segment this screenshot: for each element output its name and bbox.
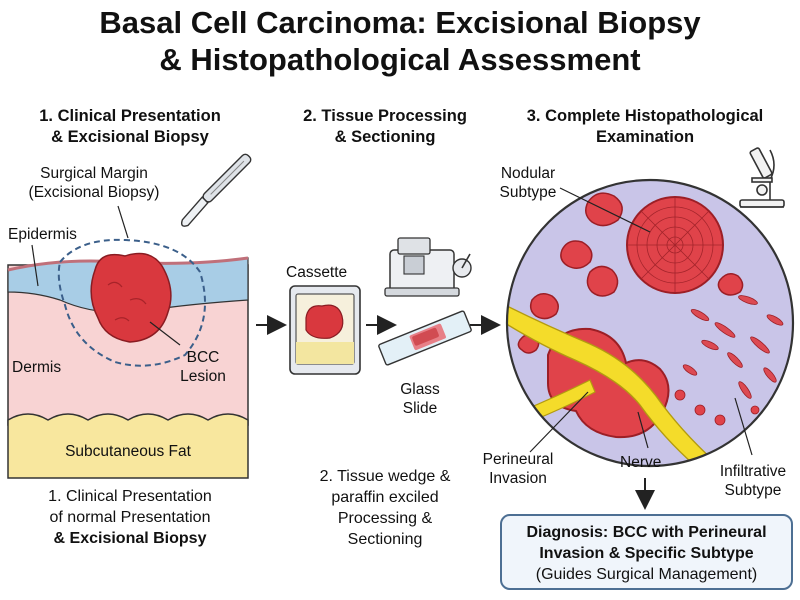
step2-caption-line1: 2. Tissue wedge & [319, 468, 451, 485]
skin-cross-section [7, 205, 249, 479]
surgical-margin-label-line2: (Excisional Biopsy) [28, 184, 160, 201]
step1-heading-line2: & Excisional Biopsy [51, 128, 209, 146]
step2-heading-line2: & Sectioning [334, 128, 436, 146]
bcc-lesion [90, 252, 172, 343]
dermis-label: Dermis [12, 359, 62, 376]
cassette-icon [289, 285, 361, 375]
step2-caption-line2: paraffin exciled [331, 489, 439, 506]
glass-slide-icon [378, 310, 472, 366]
nodular-subtype-label: Nodular Subtype [488, 164, 568, 202]
glass-slide-label-line2: Slide [402, 400, 438, 417]
infiltrative-subtype-label-line2: Subtype [724, 482, 782, 499]
step3-heading-line2: Examination [595, 128, 695, 146]
step1-caption-line3: & Excisional Biopsy [53, 530, 207, 547]
scalpel-icon [180, 153, 252, 227]
perineural-invasion-label-line1: Perineural [482, 451, 554, 468]
glass-slide-label-line1: Glass [400, 381, 440, 398]
nodular-subtype-label-line2: Subtype [499, 184, 557, 201]
glass-slide-label: Glass Slide [385, 380, 455, 418]
step2-caption: 2. Tissue wedge & paraffin exciled Proce… [282, 466, 488, 550]
step1-caption-line1: 1. Clinical Presentation [48, 488, 212, 505]
microtome-icon [384, 237, 472, 297]
diagnosis-line1: Diagnosis: BCC with Perineural [526, 524, 767, 541]
bcc-lesion-label-line1: BCC [186, 349, 220, 366]
infiltrative-subtype-label-line1: Infiltrative [719, 463, 787, 480]
perineural-invasion-label-line2: Invasion [489, 470, 547, 487]
infiltrative-subtype-label: Infiltrative Subtype [710, 462, 796, 500]
microscope-icon [739, 147, 785, 208]
bcc-lesion-label: BCC Lesion [168, 348, 238, 386]
step2-caption-line4: Sectioning [347, 531, 423, 548]
step3-heading: 3. Complete Histopathological Examinatio… [500, 106, 790, 148]
nerve-label: Nerve [620, 454, 662, 471]
perineural-invasion-label: Perineural Invasion [468, 450, 568, 488]
diagnosis-line3: (Guides Surgical Management) [535, 566, 758, 583]
fat-layer [7, 413, 249, 479]
nodular-subtype-label-line1: Nodular [500, 165, 556, 182]
step2-heading-line1: 2. Tissue Processing [303, 107, 467, 125]
surgical-margin-label-line1: Surgical Margin [40, 165, 148, 182]
step2-caption-line3: Processing & [337, 510, 433, 527]
page-title-line1: Basal Cell Carcinoma: Excisional Biopsy [99, 5, 701, 40]
step1-caption-line2: of normal Presentation [49, 509, 211, 526]
step2-heading: 2. Tissue Processing & Sectioning [280, 106, 490, 148]
surgical-margin-label: Surgical Margin (Excisional Biopsy) [4, 164, 184, 202]
surgical-margin-outline [57, 238, 206, 367]
step3-heading-line1: 3. Complete Histopathological [526, 107, 764, 125]
epidermis-label: Epidermis [8, 226, 77, 243]
diagnosis-line2: Invasion & Specific Subtype [539, 545, 754, 562]
histology-circle [505, 178, 795, 468]
subcutaneous-fat-label: Subcutaneous Fat [65, 443, 191, 460]
step1-caption: 1. Clinical Presentation of normal Prese… [14, 486, 246, 549]
cassette-label: Cassette [286, 264, 348, 281]
diagnosis-box: Diagnosis: BCC with Perineural Invasion … [500, 514, 793, 590]
step1-heading-line1: 1. Clinical Presentation [39, 107, 221, 125]
page-title-line2: & Histopathological Assessment [159, 42, 641, 77]
bcc-lesion-label-line2: Lesion [180, 368, 226, 385]
step1-heading: 1. Clinical Presentation & Excisional Bi… [12, 106, 248, 148]
